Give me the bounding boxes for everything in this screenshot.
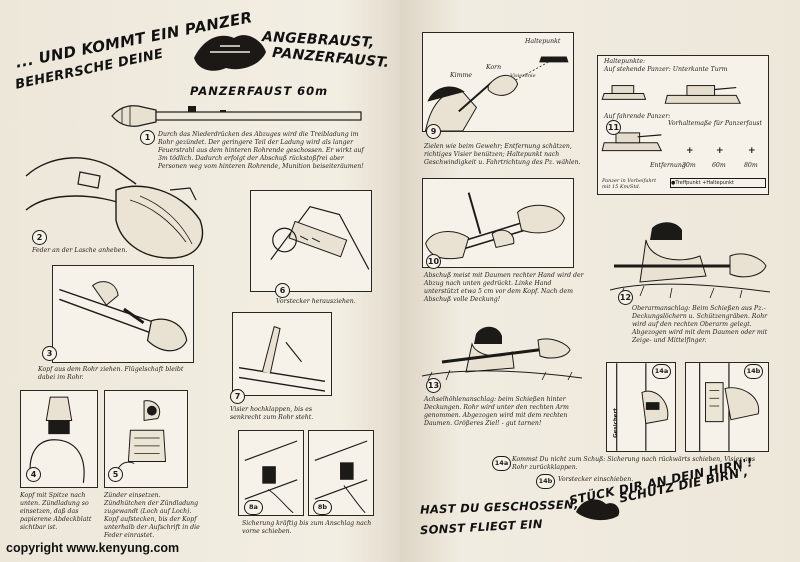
step-3-number: 3 — [42, 346, 57, 361]
step-4-number: 4 — [26, 467, 41, 482]
step-14a-caption-number: 14a — [492, 456, 511, 471]
step-6-caption: Vorstecker herausziehen. — [276, 298, 356, 305]
step-14b-caption-number: 14b — [536, 474, 555, 489]
panel11-line1: Auf stehende Panzer: Unterkante Turm — [604, 66, 728, 73]
aim-marker-30m: + — [686, 146, 694, 156]
slogan-line2-a: SONST FLIEGT EIN — [419, 516, 544, 538]
distance-label: Entfernung — [650, 162, 686, 169]
step-14a-number: 14a — [652, 364, 671, 379]
secured-label: Gesichert — [613, 408, 619, 438]
tank-splash-icon — [194, 35, 266, 71]
step-9-caption: Zielen wie beim Gewehr; Entfernung schät… — [424, 143, 581, 166]
legend-hit-label: Treffpunkt — [675, 180, 701, 186]
step-14a-caption: Kommst Du nicht zum Schuß: Sicherung nac… — [512, 456, 756, 471]
step-9-panel — [422, 32, 574, 132]
step-11-panel — [597, 55, 769, 195]
slogan-line1-a: HAST DU GESCHOSSEN, — [419, 497, 579, 517]
target-label: Haltepunkt — [525, 38, 561, 45]
step-2-caption: Feder an der Lasche anheben. — [32, 247, 128, 254]
step-1-number: 1 — [140, 130, 155, 145]
legend-aim-icon: + — [702, 180, 707, 186]
step-2-number: 2 — [32, 230, 47, 245]
weapon-title: PANZERFAUST 60m — [190, 84, 329, 98]
distance-60m: 60m — [712, 162, 726, 169]
aim-marker-80m: + — [748, 146, 756, 156]
distance-80m: 80m — [744, 162, 758, 169]
step-9-number: 9 — [426, 124, 441, 139]
step-2-drawing — [25, 157, 204, 259]
sight-line-label: Visierlinie — [510, 73, 536, 79]
step-5-number: 5 — [108, 467, 123, 482]
step-13-number: 13 — [426, 378, 441, 393]
step-13-caption: Achselhöhlenanschlag: beim Schießen hint… — [424, 396, 569, 427]
step-8b-number: 8b — [313, 500, 332, 515]
step-6-number: 6 — [275, 283, 290, 298]
step-14b-number: 14b — [744, 364, 763, 379]
step-8a-number: 8a — [244, 500, 263, 515]
legend-box: ●Treffpunkt +Haltepunkt — [670, 178, 766, 188]
copyright-watermark: copyright www.kenyung.com — [6, 541, 180, 555]
step-10-number: 10 — [426, 254, 441, 269]
right-page: Haltepunkt Kimme Korn Visierlinie 9 Ziel… — [400, 0, 800, 562]
step-10-caption: Abschuß meist mit Daumen rechter Hand wi… — [424, 272, 584, 303]
step-7-panel — [232, 312, 332, 396]
step-10-panel — [422, 178, 574, 268]
step-5-caption: Zünder einsetzen. Zündhütchen der Zündla… — [104, 492, 200, 539]
panel11-line2: Auf fahrende Panzer: — [604, 113, 671, 120]
step-13-drawing — [422, 326, 582, 381]
step-6-panel — [250, 190, 372, 292]
notch-label: Kimme — [450, 72, 472, 79]
legend-hit-icon: ● — [671, 180, 676, 186]
panzerfaust-drawing — [111, 105, 362, 127]
step-7-caption: Visier hochklappen, bis es senkrecht zum… — [230, 406, 314, 421]
step-3-caption: Kopf aus dem Rohr ziehen. Flügelschaft b… — [38, 366, 184, 381]
step-8-caption: Sicherung kräftig bis zum Anschlag nach … — [242, 520, 372, 535]
panel11-line3: Vorhaltemaße für Panzerfaust — [668, 120, 762, 127]
step-1-caption: Durch das Niederdrücken des Abzuges wird… — [158, 131, 364, 170]
panel11-title: Haltepunkte: — [604, 58, 646, 65]
step-4-caption: Kopf mit Spitze nach unten. Zündladung s… — [20, 492, 92, 531]
aim-marker-60m: + — [716, 146, 724, 156]
step-14b-caption: Vorstecker einschieben. — [558, 476, 634, 483]
step-11-number: 11 — [606, 120, 621, 135]
shrapnel-splash-icon — [576, 499, 620, 521]
step-12-caption: Oberarmanschlag: Beim Schießen aus Pz.-D… — [632, 305, 768, 344]
panel11-footer: Panzer in Vorbeifahrt mit 15 Km/Std. — [602, 178, 657, 190]
legend-aim-label: Haltepunkt — [706, 180, 734, 186]
step-3-panel — [52, 265, 194, 363]
front-sight-label: Korn — [486, 64, 502, 71]
step-12-drawing — [610, 222, 770, 299]
step-7-number: 7 — [230, 389, 245, 404]
left-page: ... UND KOMMT EIN PANZER ANGEBRAUST, BEH… — [0, 0, 400, 562]
distance-30m: 30m — [682, 162, 696, 169]
step-12-number: 12 — [618, 290, 633, 305]
